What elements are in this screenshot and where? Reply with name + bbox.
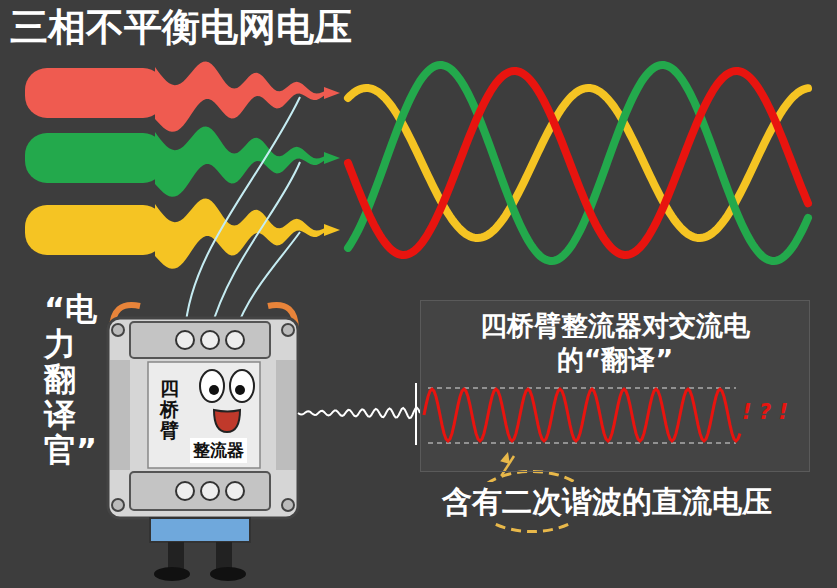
screw (282, 324, 294, 336)
phase-band (25, 68, 165, 118)
eye (200, 370, 224, 402)
input-wire (185, 97, 300, 332)
shoe (210, 567, 246, 581)
shoe (154, 567, 190, 581)
dashed-bound (428, 387, 736, 389)
phase-sine-wave (348, 71, 808, 255)
input-tick (415, 383, 417, 445)
dashed-bound (428, 442, 736, 444)
ripple-wave (424, 389, 740, 441)
arrow-head (324, 152, 340, 164)
vertical-label: 四桥臂 (160, 378, 179, 441)
leg (168, 542, 184, 570)
side-bar (276, 360, 296, 470)
side-bar (110, 360, 130, 470)
terminal (226, 331, 244, 349)
phase-band (25, 133, 165, 183)
pointer-head (500, 452, 510, 464)
eye (230, 370, 254, 402)
terminal (176, 482, 194, 500)
exclamation: ! ? ! (742, 400, 788, 424)
ripple-caption: 含有二次谐波的直流电压 (440, 482, 774, 523)
panel-ground (420, 300, 810, 472)
terminal (201, 482, 219, 500)
screw (112, 499, 124, 511)
pupil (209, 385, 219, 395)
title: 三相不平衡电网电压 (10, 2, 352, 53)
pupil (235, 385, 245, 395)
leg (216, 542, 232, 570)
arrow-head (324, 224, 340, 236)
input-wire (210, 162, 300, 332)
signal-connector (298, 408, 420, 418)
terminal (176, 331, 194, 349)
vertical-title: “电力翻译官” (44, 292, 76, 468)
rectifier-body (108, 318, 298, 518)
terminal (201, 331, 219, 349)
terminal-strip (130, 322, 270, 358)
face-panel (148, 362, 260, 468)
screw (282, 499, 294, 511)
terminal (226, 482, 244, 500)
output-panel: 四桥臂整流器对交流电 的“翻译” (420, 300, 810, 472)
phase-band (25, 205, 165, 255)
phase-band-tail (155, 62, 325, 132)
shorts (150, 518, 250, 542)
phase-sine-wave (348, 65, 808, 261)
name-tag: 整流器 (190, 438, 247, 463)
terminal-strip (130, 472, 270, 510)
panel-heading: 四桥臂整流器对交流电 的“翻译” (465, 309, 765, 377)
phase-band-tail (155, 127, 325, 197)
mouth (214, 410, 240, 432)
arrow-head (324, 87, 340, 99)
rectifier-character: 四桥臂整流器 (108, 308, 298, 518)
screw (112, 324, 124, 336)
